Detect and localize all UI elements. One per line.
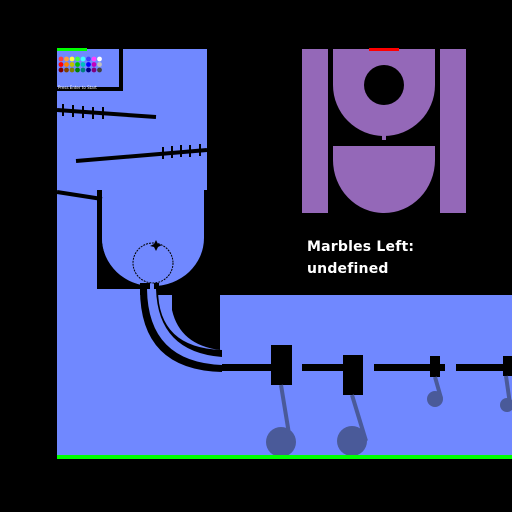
color-palette[interactable] (58, 56, 102, 73)
pendulum-bob-4 (500, 398, 512, 412)
palette-swatch[interactable] (91, 62, 97, 67)
palette-swatch[interactable] (58, 56, 64, 62)
palette-swatch[interactable] (80, 56, 86, 62)
track-gap-3 (445, 364, 456, 371)
curved-pipe-wall (140, 289, 222, 372)
floor-line (57, 455, 512, 459)
top-marker (369, 48, 399, 51)
palette-swatch[interactable] (80, 67, 86, 73)
preview-hole (364, 65, 404, 105)
palette-swatch[interactable] (58, 67, 64, 73)
spinner-ring (132, 242, 174, 284)
palette-swatch[interactable] (91, 56, 97, 62)
palette-swatch[interactable] (64, 62, 69, 67)
marbles-left-label: Marbles Left: (307, 239, 415, 255)
palette-swatch[interactable] (97, 62, 102, 67)
rail-middle (75, 148, 208, 163)
palette-swatch[interactable] (75, 56, 80, 62)
palette-swatch[interactable] (86, 62, 91, 67)
rail-upper-pegs (62, 104, 104, 119)
rail-middle-pegs (162, 144, 201, 159)
palette-swatch[interactable] (75, 67, 80, 73)
palette-swatch[interactable] (58, 62, 64, 67)
marbles-left-value: undefined (307, 261, 389, 277)
marbles-left-counter: Marbles Left: undefined (307, 236, 414, 280)
palette-swatch[interactable] (64, 67, 69, 73)
palette-swatch[interactable] (86, 56, 91, 62)
curved-pipe (147, 289, 222, 365)
spinner-star-icon (150, 240, 162, 251)
rail-lower (56, 190, 103, 201)
palette-swatch[interactable] (69, 56, 75, 62)
pendulum-bob-3 (427, 391, 443, 407)
press-enter-hint: Press Enter to Start (58, 85, 97, 90)
gate-3 (430, 356, 440, 377)
bowl-wall (97, 190, 207, 295)
palette-swatch[interactable] (97, 67, 102, 73)
pendulum-bob-1 (266, 427, 296, 457)
palette-swatch[interactable] (69, 62, 75, 67)
palette-swatch[interactable] (91, 67, 97, 73)
gate-4 (503, 356, 512, 376)
palette-swatch[interactable] (69, 67, 75, 73)
palette-swatch[interactable] (64, 56, 69, 62)
gate-2 (343, 355, 363, 395)
pipe-cap (140, 283, 159, 289)
track-gap-2 (363, 364, 374, 371)
palette-swatch[interactable] (80, 62, 86, 67)
gate-1 (271, 345, 292, 385)
preview-panel (302, 48, 466, 213)
palette-swatch[interactable] (86, 67, 91, 73)
palette-swatch[interactable] (75, 62, 80, 67)
track-gap-1 (292, 364, 302, 371)
palette-swatch[interactable] (97, 56, 102, 62)
progress-bar (57, 48, 87, 51)
ramp-block (172, 295, 220, 350)
pendulum-bob-2 (337, 426, 367, 456)
pipe-gap (150, 283, 154, 289)
bowl (102, 155, 204, 286)
